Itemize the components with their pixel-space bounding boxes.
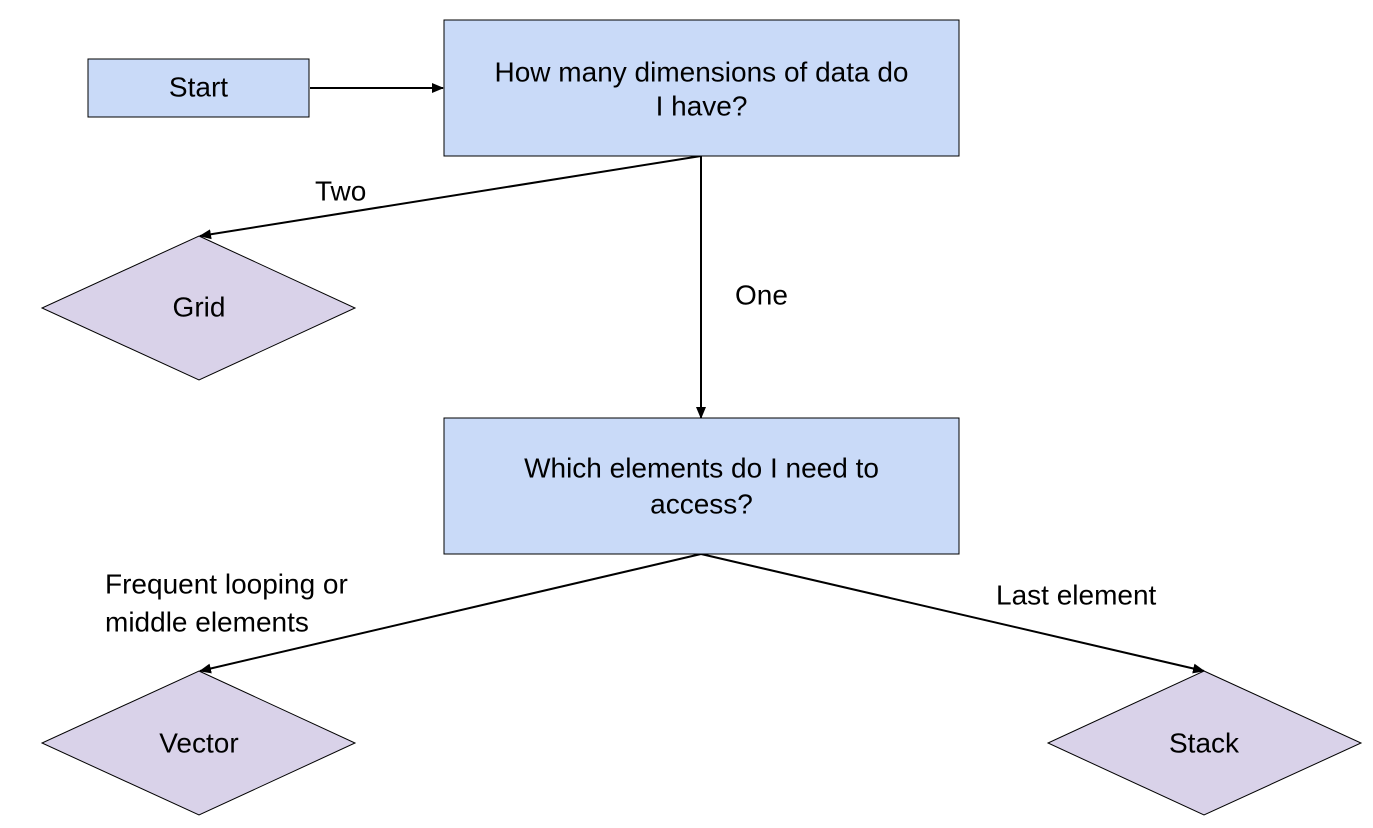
vector-diamond	[40, 670, 357, 816]
edge-label-last-element: Last element	[996, 579, 1157, 610]
grid-diamond	[40, 235, 357, 381]
stack-label: Stack	[1169, 727, 1240, 758]
edge-dimensions-to-grid	[199, 155, 702, 240]
dimensions-question-line-2: I have?	[656, 90, 748, 121]
edge-label-frequent-looping-line-2: middle elements	[105, 606, 309, 637]
start-node: Start	[87, 58, 310, 118]
elements-question-box	[443, 417, 960, 555]
elements-question-line-1: Which elements do I need to	[524, 452, 879, 483]
grid-node: Grid	[40, 235, 357, 381]
edge-elements-to-vector	[199, 553, 702, 674]
elements-question-line-2: access?	[650, 488, 753, 519]
stack-diamond	[1046, 670, 1363, 816]
edge-label-two: Two	[315, 175, 366, 206]
stack-node: Stack	[1046, 670, 1363, 816]
dimensions-question-line-1: How many dimensions of data do	[495, 56, 909, 87]
dimensions-question-box	[443, 19, 960, 157]
vector-label: Vector	[159, 727, 238, 758]
edge-label-one: One	[735, 279, 788, 310]
dimensions-question-node: How many dimensions of data do I have?	[443, 19, 960, 157]
vector-node: Vector	[40, 670, 357, 816]
edge-elements-to-stack	[700, 553, 1205, 674]
elements-question-node: Which elements do I need to access?	[443, 417, 960, 555]
edges	[199, 83, 1205, 674]
start-box	[87, 58, 310, 118]
grid-label: Grid	[173, 291, 226, 322]
edge-labels: Two One Frequent looping or middle eleme…	[105, 175, 1157, 637]
start-label: Start	[169, 71, 228, 102]
edge-label-frequent-looping-line-1: Frequent looping or	[105, 568, 348, 599]
